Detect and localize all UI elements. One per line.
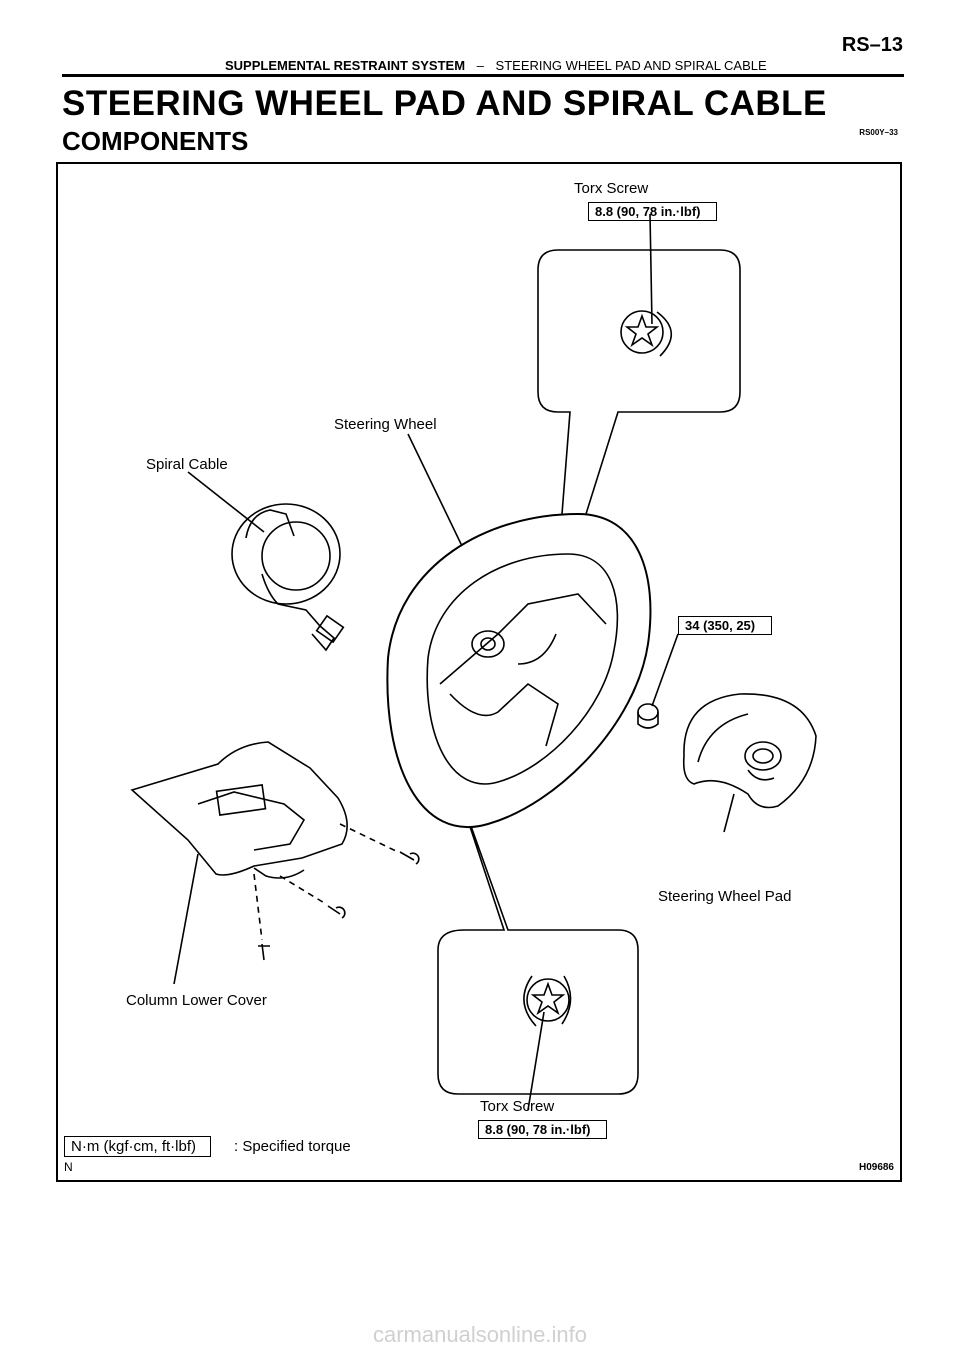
column-lower-cover-drawing <box>130 741 348 879</box>
nut-drawing <box>637 703 659 729</box>
spiral-cable-drawing <box>231 503 345 652</box>
figure-id: H09686 <box>858 1162 894 1173</box>
torque-box-top: 8.8 (90, 78 in.·lbf) <box>588 202 718 221</box>
torque-box-bottom: 8.8 (90, 78 in.·lbf) <box>478 1120 608 1139</box>
corner-code-left: N <box>64 1160 73 1174</box>
header-subsection: STEERING WHEEL PAD AND SPIRAL CABLE <box>495 58 767 73</box>
torque-box-nut: 34 (350, 25) <box>678 616 773 635</box>
section-subtitle: COMPONENTS <box>62 126 249 156</box>
page-number: RS–13 <box>841 34 903 56</box>
components-figure: Torx Screw 8.8 (90, 78 in.·lbf) Steering… <box>56 162 902 1182</box>
label-torx-screw-bottom: Torx Screw <box>480 1098 555 1115</box>
watermark: carmanualsonline.info <box>372 1322 588 1347</box>
screw-icon <box>399 851 420 865</box>
legend-unit-box: N·m (kgf·cm, ft·lbf) <box>64 1136 211 1157</box>
steering-wheel-pad-drawing <box>682 693 817 809</box>
header-section: SUPPLEMENTAL RESTRAINT SYSTEM <box>225 58 466 73</box>
steering-wheel-drawing <box>386 512 652 829</box>
document-code: RS00Y–33 <box>859 128 898 137</box>
components-illustration <box>130 213 817 1111</box>
label-torx-screw-top: Torx Screw <box>574 180 649 197</box>
torx-screw-top-icon <box>620 310 664 354</box>
screw-icon <box>258 943 270 961</box>
label-spiral-cable: Spiral Cable <box>146 456 228 473</box>
header-rule <box>62 74 904 77</box>
torx-screw-bottom-icon <box>526 978 570 1022</box>
page-title: STEERING WHEEL PAD AND SPIRAL CABLE <box>62 84 827 123</box>
running-header: SUPPLEMENTAL RESTRAINT SYSTEM – STEERING… <box>225 58 767 73</box>
screw-icon <box>327 905 346 919</box>
label-steering-wheel: Steering Wheel <box>334 416 437 433</box>
legend-meaning: : Specified torque <box>234 1138 351 1155</box>
label-steering-wheel-pad: Steering Wheel Pad <box>658 888 792 905</box>
label-column-lower-cover: Column Lower Cover <box>126 992 267 1009</box>
header-separator: – <box>476 58 484 73</box>
bottom-detail-inset <box>437 783 639 1095</box>
